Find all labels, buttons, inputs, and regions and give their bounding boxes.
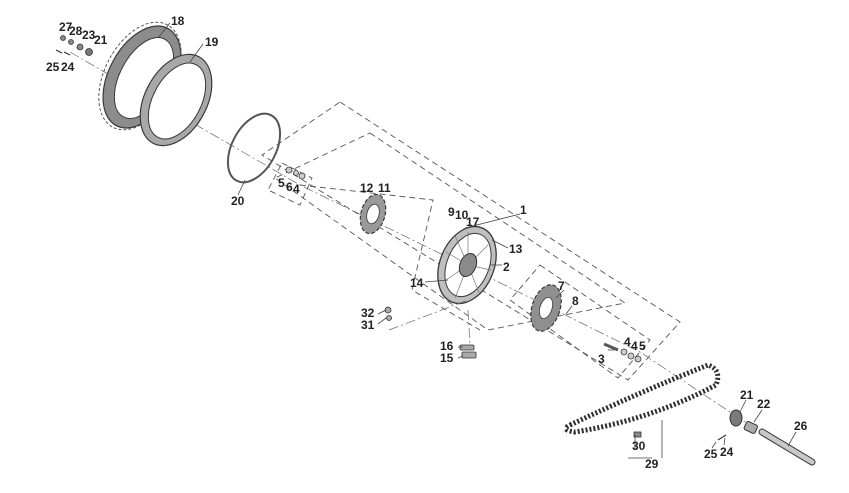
spoke-clamp: [459, 344, 477, 359]
callout-13: 13: [509, 242, 523, 256]
group-boundary-4: [509, 264, 651, 379]
callout-4: 4: [293, 182, 300, 196]
inner-tube: [139, 53, 213, 147]
cotter-pin: [717, 434, 727, 441]
callout-31: 31: [361, 318, 375, 332]
callout-21: 21: [740, 388, 754, 402]
rim-band: [226, 112, 282, 184]
callout-6: 6: [286, 180, 293, 194]
callout-5: 5: [639, 339, 646, 353]
callout-19: 19: [205, 35, 219, 49]
callout-7: 7: [558, 279, 565, 293]
callout-9: 9: [448, 205, 455, 219]
callout-5: 5: [278, 176, 285, 190]
callout-labels: 1 2 3 4 4 4 5 5 6 7 8 9 10 11 12 13 14 1…: [46, 14, 808, 471]
callout-28: 28: [69, 24, 83, 38]
callout-23: 23: [82, 28, 96, 42]
callout-25: 25: [704, 447, 718, 461]
chain-adjuster: [743, 420, 758, 434]
leader-lines: [157, 22, 797, 459]
callout-1: 1: [520, 203, 527, 217]
callout-4: 4: [624, 335, 631, 349]
drive-chain: [563, 362, 721, 435]
callout-24: 24: [720, 445, 734, 459]
chain-master-link: [633, 431, 642, 438]
callout-8: 8: [572, 294, 579, 308]
callout-16: 16: [440, 339, 454, 353]
callout-12: 12: [360, 181, 374, 195]
valve-nut: [384, 306, 392, 321]
callout-10: 10: [455, 208, 469, 222]
valve-hardware: [55, 35, 93, 56]
callout-25: 25: [46, 60, 60, 74]
hub-spacers-left: [285, 166, 306, 180]
callout-32: 32: [361, 306, 375, 320]
callout-20: 20: [231, 194, 245, 208]
callout-15: 15: [440, 351, 454, 365]
spoked-wheel: [437, 225, 497, 305]
callout-18: 18: [171, 14, 185, 28]
group-boundary-1: [261, 101, 681, 381]
hub-spacers-right: [603, 342, 642, 363]
callout-14: 14: [410, 276, 424, 290]
callout-21: 21: [94, 33, 108, 47]
callout-4: 4: [631, 339, 638, 353]
rear-axle: [758, 428, 816, 466]
callout-26: 26: [794, 419, 808, 433]
callout-22: 22: [757, 397, 771, 411]
callout-27: 27: [59, 20, 73, 34]
callout-29: 29: [645, 457, 659, 471]
callout-2: 2: [503, 260, 510, 274]
callout-30: 30: [632, 439, 646, 453]
group-boundary-3: [299, 184, 481, 331]
callout-17: 17: [466, 215, 480, 229]
group-boundary-2: [274, 132, 627, 331]
callout-3: 3: [598, 352, 605, 366]
brake-disc: [359, 193, 387, 235]
rear-sprocket: [530, 284, 562, 332]
callout-24: 24: [61, 60, 75, 74]
axle-nut: [729, 409, 743, 427]
callout-11: 11: [378, 181, 391, 195]
